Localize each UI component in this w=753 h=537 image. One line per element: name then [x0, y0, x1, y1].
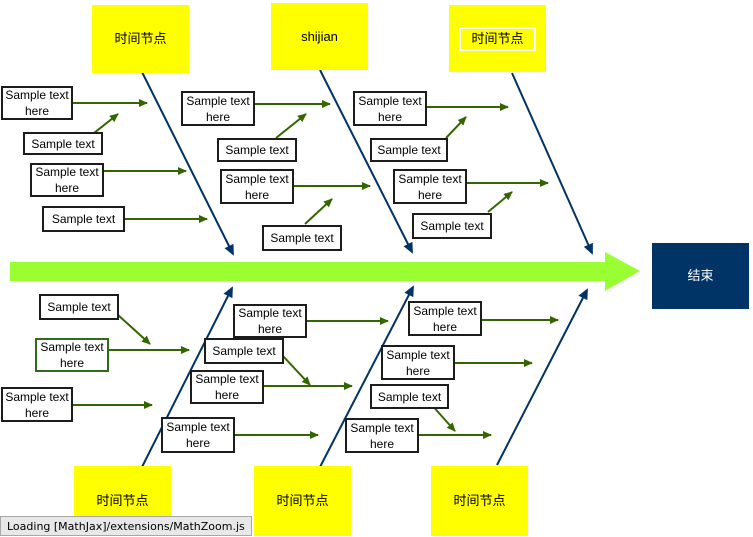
- sample-text-box: Sample text: [42, 206, 125, 232]
- milestone-bottom-3: 时间节点: [431, 466, 528, 536]
- sample-text-box: Sample text here: [1, 387, 73, 422]
- mathjax-loading-status: Loading [MathJax]/extensions/MathZoom.js: [0, 516, 252, 536]
- sample-text-box: Sample text here: [161, 417, 235, 453]
- sample-text-box: Sample text: [262, 225, 342, 251]
- sample-text-box: Sample text here: [1, 86, 73, 120]
- branch-arrows: [73, 99, 559, 439]
- bone-bottom-1: [141, 286, 233, 468]
- sample-text-box: Sample text here: [353, 91, 427, 126]
- milestone-top-1: 时间节点: [92, 5, 189, 73]
- sample-text-box: Sample text here: [393, 169, 467, 204]
- bone-top-3: [511, 72, 593, 255]
- end-node: 结束: [652, 243, 749, 309]
- sample-text-box: Sample text here: [190, 370, 264, 404]
- sample-text-box: Sample text: [23, 132, 103, 155]
- sample-text-box: Sample text here: [181, 91, 255, 126]
- sample-text-box: Sample text here: [35, 338, 109, 372]
- sample-text-box: Sample text here: [30, 163, 104, 197]
- bone-top-2: [319, 69, 413, 254]
- milestone-top-2: shijian: [271, 3, 368, 70]
- sample-text-box: Sample text here: [345, 418, 419, 453]
- milestone-top-3-label: 时间节点: [459, 26, 536, 51]
- sample-text-box: Sample text here: [381, 345, 455, 380]
- milestone-bottom-2: 时间节点: [254, 466, 351, 536]
- bone-bottom-2: [319, 285, 414, 468]
- sample-text-box: Sample text here: [233, 304, 307, 338]
- sample-text-box: Sample text: [217, 138, 297, 162]
- fish-bones: [141, 69, 593, 468]
- sample-text-box: Sample text: [412, 213, 492, 239]
- bone-top-1: [141, 71, 234, 256]
- sample-text-box: Sample text here: [408, 301, 482, 336]
- milestone-top-3: 时间节点: [449, 5, 546, 72]
- main-spine-arrow: [10, 252, 640, 291]
- sample-text-box: Sample text: [370, 138, 448, 162]
- sample-text-box: Sample text: [204, 338, 284, 364]
- bone-bottom-3: [496, 288, 588, 466]
- sample-text-box: Sample text here: [220, 169, 294, 204]
- sample-text-box: Sample text: [370, 384, 449, 409]
- sample-text-box: Sample text: [39, 294, 119, 320]
